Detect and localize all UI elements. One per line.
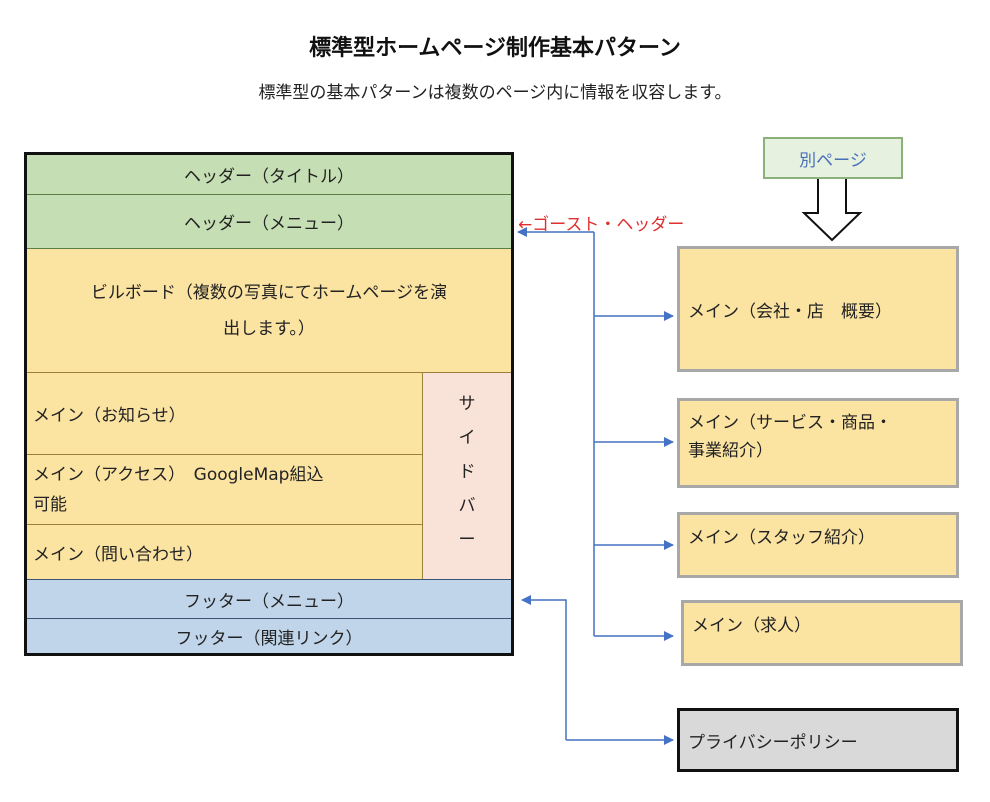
page-staff-label: メイン（スタッフ紹介） [688,528,875,548]
page-company-label: メイン（会社・店 概要） [688,301,892,322]
footer-links-label: フッター（関連リンク） [175,628,363,649]
header-title-band: ヘッダー（タイトル） [27,155,511,195]
ghost-header-label: ←ゴースト・ヘッダー [518,215,685,235]
main-access-label-line2: 可能 [33,494,67,515]
main-access-label-line1: メイン（アクセス） GoogleMap組込 [33,464,324,485]
arrow-to-footer [521,595,567,740]
diagram-title: 標準型ホームページ制作基本パターン [309,36,681,61]
sidebar-char: バ [458,496,476,516]
main-contact-row: メイン（問い合わせ） [27,525,423,579]
privacy-policy-box: プライバシーポリシー [677,708,959,772]
main-access-row: メイン（アクセス） GoogleMap組込 可能 [27,455,423,525]
billboard-label-line2: 出します。） [223,318,315,339]
separate-page-label: 別ページ [799,150,867,171]
page-recruit-label: メイン（求人） [692,616,811,636]
page-company-box: メイン（会社・店 概要） [677,246,959,372]
separate-page-callout: 別ページ [763,137,903,179]
standard-layout-frame: ヘッダー（タイトル） ヘッダー（メニュー） ビルボード（複数の写真にてホームペー… [24,152,514,656]
page-services-label-line2: 事業紹介） [688,441,773,461]
header-title-label: ヘッダー（タイトル） [184,167,354,187]
sidebar-char: ー [458,530,476,550]
sidebar-char: サ [458,394,476,414]
billboard-band: ビルボード（複数の写真にてホームページを演 出します。） [27,249,511,373]
sidebar-column: サ イ ド バ ー [423,373,511,579]
footer-menu-band: フッター（メニュー） [27,579,511,619]
page-services-box: メイン（サービス・商品・ 事業紹介） [677,398,959,488]
page-services-label-line1: メイン（サービス・商品・ [688,413,892,433]
main-contact-label: メイン（問い合わせ） [33,544,203,565]
privacy-policy-label: プライバシーポリシー [688,732,858,753]
main-news-row: メイン（お知らせ） [27,373,423,455]
page-recruit-box: メイン（求人） [681,600,963,666]
sidebar-char: ド [458,462,476,482]
main-news-label: メイン（お知らせ） [33,406,186,426]
footer-links-band: フッター（関連リンク） [27,619,511,653]
footer-menu-label: フッター（メニュー） [184,591,354,612]
header-menu-band: ヘッダー（メニュー） [27,195,511,249]
header-menu-label: ヘッダー（メニュー） [184,214,354,234]
sidebar-char: イ [458,428,476,448]
down-arrow-icon [801,179,863,242]
diagram-subtitle: 標準型の基本パターンは複数のページ内に情報を収容します。 [258,83,732,103]
page-staff-box: メイン（スタッフ紹介） [677,512,959,578]
billboard-label-line1: ビルボード（複数の写真にてホームページを演 [90,282,448,303]
